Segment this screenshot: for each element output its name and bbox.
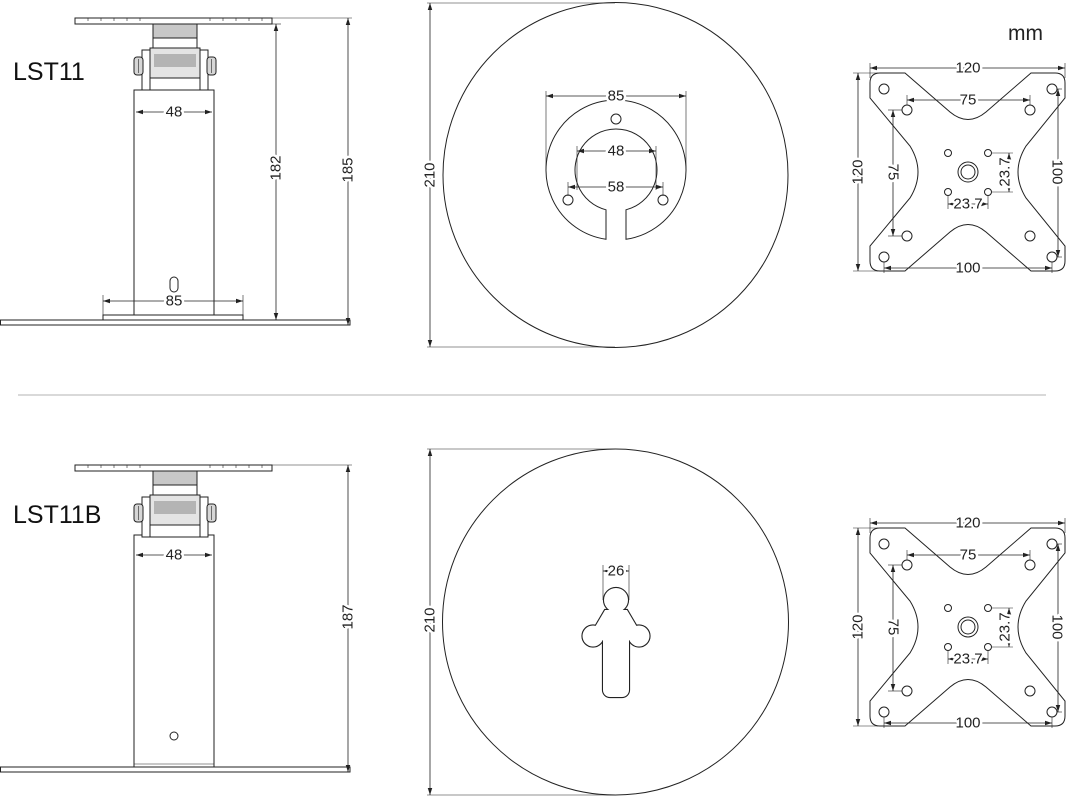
dim-hole-spacing: 58 xyxy=(567,176,664,198)
top-mount-plate xyxy=(74,464,273,472)
bracket-upper xyxy=(152,23,198,39)
dim-offset-vertical: 23.7 xyxy=(991,607,1016,648)
dim-vesa-100-vertical-label: 100 xyxy=(1049,614,1066,639)
dim-vesa-75-vertical-label: 75 xyxy=(885,164,902,181)
dim-offset-horizontal: 23.7 xyxy=(947,648,989,670)
dim-vesa-width: 120 xyxy=(869,512,1066,534)
dim-vesa-75-horizontal: 75 xyxy=(906,89,1031,111)
dim-height-185: 185 xyxy=(272,17,359,325)
dim-ring-outer-label: 85 xyxy=(608,88,625,105)
mount-hole-top xyxy=(610,113,622,125)
hinge-shadow xyxy=(154,501,196,514)
dim-vesa-100-horizontal-label: 100 xyxy=(955,260,980,277)
dim-vesa-100-vertical: 100 xyxy=(1046,88,1068,258)
lst11b-vesa-plate-view: 120 120 75 75 xyxy=(847,512,1068,734)
center-hole-outer xyxy=(957,161,979,183)
lst11-side-view: 48 85 182 185 xyxy=(0,17,359,326)
dim-vesa-100-horizontal-label: 100 xyxy=(955,715,980,732)
dim-offset-vertical: 23.7 xyxy=(991,152,1016,193)
dim-ring-inner: 48 xyxy=(576,140,657,190)
hinge-neck xyxy=(149,77,201,91)
center-hole-inner xyxy=(960,619,976,635)
dim-height-187: 187 xyxy=(272,464,359,772)
dim-column-width-label: 48 xyxy=(166,547,183,564)
hinge-shadow xyxy=(154,54,196,67)
dim-vesa-width: 120 xyxy=(869,57,1066,79)
bracket-lower xyxy=(152,37,198,49)
lst11-vesa-plate-view: 120 120 75 75 xyxy=(847,57,1068,279)
dim-height-182: 182 xyxy=(265,23,287,320)
dim-keyhole-width: 26 xyxy=(602,560,630,600)
model-name-lst11b: LST11B xyxy=(13,501,101,529)
dim-vesa-75-vertical-label: 75 xyxy=(885,619,902,636)
model-name-lst11: LST11 xyxy=(13,58,85,86)
column-hole xyxy=(169,731,179,741)
cable-slot xyxy=(169,276,179,293)
dim-ring-inner-label: 48 xyxy=(608,143,625,160)
dim-offset-vertical-label: 23.7 xyxy=(997,612,1014,641)
round-base xyxy=(442,2,789,348)
lst11b-side-view: 48 187 xyxy=(0,464,359,773)
dim-height-187-label: 187 xyxy=(340,604,357,629)
unit-label: mm xyxy=(1008,22,1043,45)
c-ring-cutout xyxy=(545,99,687,240)
center-hole-inner xyxy=(960,164,976,180)
dim-offset-vertical-label: 23.7 xyxy=(997,157,1014,186)
bracket-upper xyxy=(152,470,198,486)
dim-vesa-100-horizontal: 100 xyxy=(883,257,1053,279)
vesa-plate-outline xyxy=(869,72,1066,272)
dim-height-182-label: 182 xyxy=(268,155,285,180)
bracket-lower xyxy=(152,484,198,496)
base-foot xyxy=(102,314,244,321)
dim-offset-horizontal-label: 23.7 xyxy=(953,196,982,213)
dim-vesa-height: 120 xyxy=(847,72,878,272)
dim-base-diameter: 210 xyxy=(419,448,615,796)
dim-base-diameter: 210 xyxy=(419,2,615,348)
lst11-base-top-view: 210 85 48 58 xyxy=(419,2,789,348)
dim-vesa-height-label: 120 xyxy=(850,614,867,639)
dim-vesa-100-horizontal: 100 xyxy=(883,712,1053,734)
dim-column-width-label: 48 xyxy=(166,104,183,121)
dim-vesa-75-horizontal-label: 75 xyxy=(960,547,977,564)
dim-base-diameter-label: 210 xyxy=(422,607,439,632)
dim-offset-horizontal-label: 23.7 xyxy=(953,651,982,668)
dim-base-width-label: 85 xyxy=(166,293,183,310)
lst11b-section: LST11B xyxy=(0,448,1068,796)
mount-plate-ticks xyxy=(87,465,263,468)
lst11-section: LST11 xyxy=(0,2,1068,348)
vesa-plate-outline xyxy=(869,527,1066,727)
tilt-hinge xyxy=(74,464,273,538)
dim-vesa-100-vertical-label: 100 xyxy=(1049,159,1066,184)
dim-vesa-75-vertical: 75 xyxy=(882,564,904,692)
tilt-hinge xyxy=(133,23,217,91)
center-hole-outer xyxy=(957,616,979,638)
dim-keyhole-width-label: 26 xyxy=(608,563,625,580)
dim-vesa-75-horizontal-label: 75 xyxy=(960,92,977,109)
dim-vesa-100-vertical: 100 xyxy=(1046,543,1068,713)
base-plate xyxy=(0,766,351,773)
mount-plate-ticks xyxy=(87,18,263,21)
support-column xyxy=(133,534,215,768)
dim-height-185-label: 185 xyxy=(340,157,357,182)
dim-vesa-75-horizontal: 75 xyxy=(906,544,1031,566)
hinge-neck xyxy=(149,524,201,538)
lst11b-base-top-view: 210 26 xyxy=(419,448,789,796)
dim-vesa-width-label: 120 xyxy=(955,515,980,532)
dim-vesa-width-label: 120 xyxy=(955,60,980,77)
dim-column-width: 48 xyxy=(136,101,212,123)
dim-offset-horizontal: 23.7 xyxy=(947,193,989,215)
dim-vesa-height-label: 120 xyxy=(850,159,867,184)
base-plate xyxy=(0,319,351,326)
dim-vesa-height: 120 xyxy=(847,527,878,727)
dim-base-width: 85 xyxy=(102,290,244,315)
dim-base-diameter-label: 210 xyxy=(422,162,439,187)
dim-hole-spacing-label: 58 xyxy=(608,179,625,196)
top-mount-plate xyxy=(74,17,273,25)
dim-ring-outer: 85 xyxy=(545,85,687,170)
dim-vesa-75-vertical: 75 xyxy=(882,109,904,237)
dim-column-width: 48 xyxy=(136,544,212,566)
